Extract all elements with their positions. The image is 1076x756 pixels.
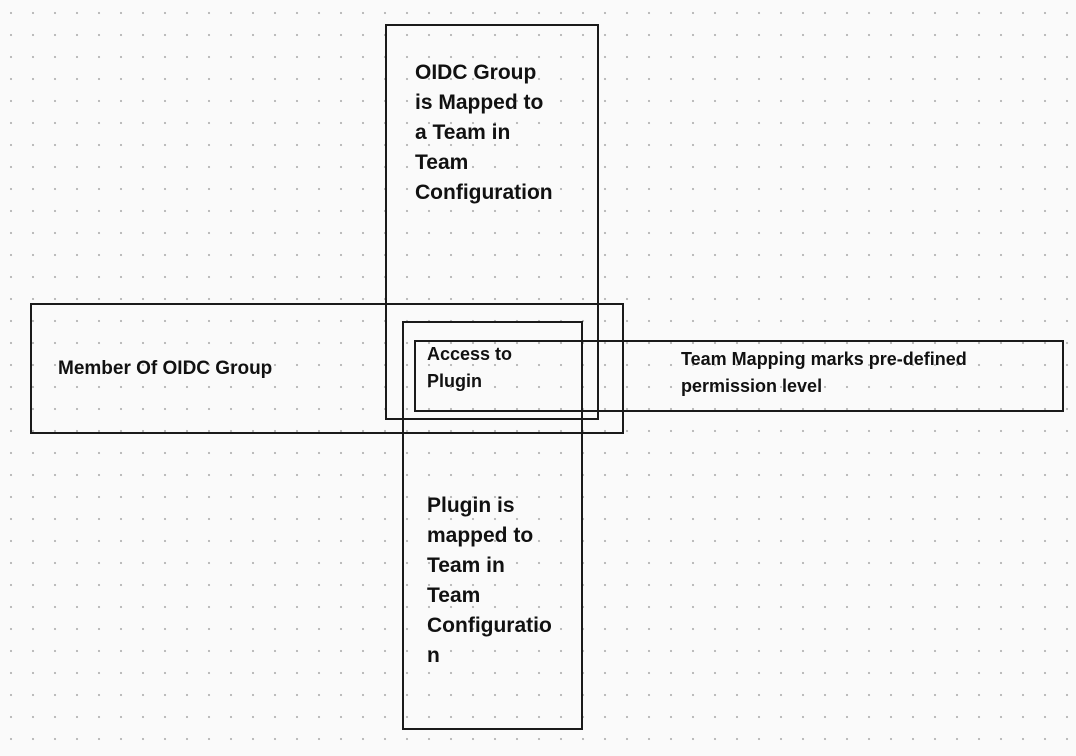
plugin-mapped-to-team-box[interactable] bbox=[402, 321, 583, 730]
plugin-mapped-to-team-label: Plugin is mapped to Team in Team Configu… bbox=[427, 494, 552, 667]
member-of-oidc-group-label: Member Of OIDC Group bbox=[58, 358, 273, 379]
access-to-plugin-label: Access to Plugin bbox=[427, 344, 513, 391]
team-mapping-permission-label: Team Mapping marks pre-defined permissio… bbox=[681, 349, 967, 396]
member-of-oidc-group-box[interactable] bbox=[30, 303, 624, 434]
oidc-group-mapped-box[interactable] bbox=[385, 24, 599, 420]
team-mapping-permission-box[interactable] bbox=[414, 340, 1064, 412]
oidc-group-mapped-label: OIDC Group is Mapped to a Team in Team C… bbox=[415, 61, 553, 204]
